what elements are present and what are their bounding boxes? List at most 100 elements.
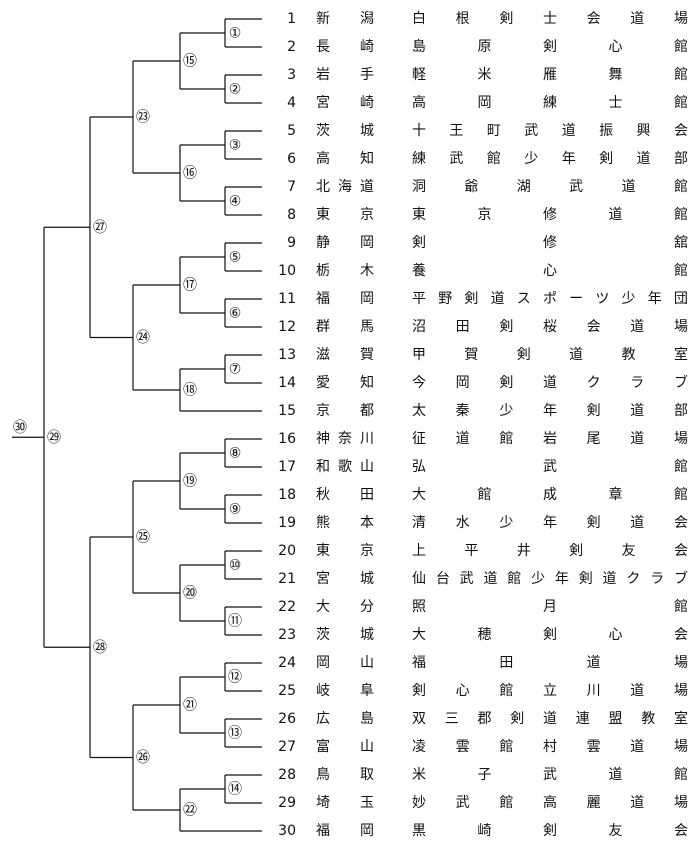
team-club-name: 凌雲館村雲道場	[412, 739, 688, 755]
svg-text:㉑: ㉑	[183, 698, 197, 714]
team-seed-number: 7	[287, 179, 296, 195]
team-seed-number: 21	[278, 571, 296, 587]
match-number-label: ⑨	[227, 501, 243, 518]
team-club-name: 今岡剣道クラブ	[412, 375, 688, 391]
team-seed-number: 15	[278, 403, 296, 419]
team-seed-number: 16	[278, 431, 296, 447]
team-club-name: 照月館	[412, 599, 688, 615]
team-prefecture: 福岡	[316, 823, 374, 839]
match-number-label: ⑰	[182, 277, 198, 294]
match-number-label: ㉔	[135, 330, 151, 346]
match-number-label: ⑪	[227, 613, 243, 630]
team-club-name: 大館成章館	[412, 487, 688, 503]
team-seed-number: 9	[287, 235, 296, 251]
team-club-name: 剣修舘	[412, 235, 688, 251]
svg-text:④: ④	[229, 194, 242, 210]
team-club-name: 甲賀剣道教室	[412, 347, 688, 363]
team-seed-number: 4	[287, 95, 296, 111]
team-seed-number: 5	[287, 123, 296, 139]
match-number-label: ㉘	[92, 639, 108, 656]
team-prefecture: 埼玉	[316, 795, 374, 811]
team-row: 30 福岡 黒崎剣友会	[0, 817, 700, 845]
match-number-label: ⑭	[227, 781, 243, 798]
match-number-label: ⑥	[227, 305, 243, 322]
team-prefecture: 茨城	[316, 627, 374, 643]
team-seed-number: 28	[278, 767, 296, 783]
svg-text:⑧: ⑧	[229, 446, 242, 462]
team-row: 6 高知 練武館少年剣道部	[0, 145, 700, 173]
svg-text:⑱: ⑱	[183, 383, 197, 399]
svg-text:㉙: ㉙	[47, 430, 61, 446]
team-club-name: 練武館少年剣道部	[412, 151, 688, 167]
svg-text:㉗: ㉗	[93, 220, 107, 236]
team-seed-number: 29	[278, 795, 296, 811]
team-seed-number: 30	[278, 823, 296, 839]
svg-text:⑬: ⑬	[228, 726, 242, 742]
svg-text:㉘: ㉘	[93, 640, 107, 656]
team-seed-number: 26	[278, 711, 296, 727]
team-club-name: 大穂剣心会	[412, 627, 688, 643]
team-prefecture: 神奈川	[316, 431, 374, 447]
team-seed-number: 24	[278, 655, 296, 671]
team-prefecture: 茨城	[316, 123, 374, 139]
svg-text:⑪: ⑪	[228, 614, 242, 630]
match-number-label: ②	[227, 81, 243, 98]
match-number-label: ④	[227, 193, 243, 210]
team-prefecture: 和歌山	[316, 459, 374, 475]
team-club-name: 島原剣心館	[412, 39, 688, 55]
team-prefecture: 愛知	[316, 375, 374, 391]
team-seed-number: 20	[278, 543, 296, 559]
team-club-name: 高岡練士館	[412, 95, 688, 111]
team-seed-number: 17	[278, 459, 296, 475]
team-row: 13 滋賀 甲賀剣道教室	[0, 341, 700, 369]
team-seed-number: 11	[278, 291, 296, 307]
team-club-name: 平野剣道スポーツ少年団	[412, 291, 688, 307]
team-row: 14 愛知 今岡剣道クラブ	[0, 369, 700, 397]
team-prefecture: 宮崎	[316, 95, 374, 111]
team-club-name: 妙武館高麗道場	[412, 795, 688, 811]
svg-text:⑭: ⑭	[228, 782, 242, 798]
team-seed-number: 14	[278, 375, 296, 391]
team-club-name: 黒崎剣友会	[412, 823, 688, 839]
svg-text:③: ③	[229, 138, 242, 154]
match-number-label: ㉒	[182, 802, 198, 819]
team-club-name: 福田道場	[412, 655, 688, 671]
match-number-label: ㉓	[135, 109, 151, 126]
team-seed-number: 6	[287, 151, 296, 167]
team-prefecture: 岡山	[316, 655, 374, 671]
team-row: 4 宮崎 高岡練士館	[0, 89, 700, 117]
team-prefecture: 岩手	[316, 67, 374, 83]
svg-text:⑥: ⑥	[229, 306, 242, 322]
team-prefecture: 広島	[316, 711, 374, 727]
match-number-label: ⑮	[182, 53, 198, 70]
svg-text:⑫: ⑫	[228, 670, 242, 686]
team-seed-number: 12	[278, 319, 296, 335]
team-prefecture: 宮城	[316, 571, 374, 587]
team-seed-number: 2	[287, 39, 296, 55]
team-prefecture: 滋賀	[316, 347, 374, 363]
svg-text:⑤: ⑤	[229, 250, 242, 266]
team-seed-number: 13	[278, 347, 296, 363]
team-club-name: 東京修道館	[412, 207, 688, 223]
svg-text:㉕: ㉕	[136, 530, 150, 546]
match-number-label: ⑩	[227, 557, 243, 574]
match-number-label: ㉙	[46, 429, 62, 446]
match-number-label: ⑲	[182, 473, 198, 490]
team-prefecture: 富山	[316, 739, 374, 755]
team-prefecture: 高知	[316, 151, 374, 167]
svg-text:㉒: ㉒	[183, 803, 197, 819]
svg-text:⑲: ⑲	[183, 474, 197, 490]
